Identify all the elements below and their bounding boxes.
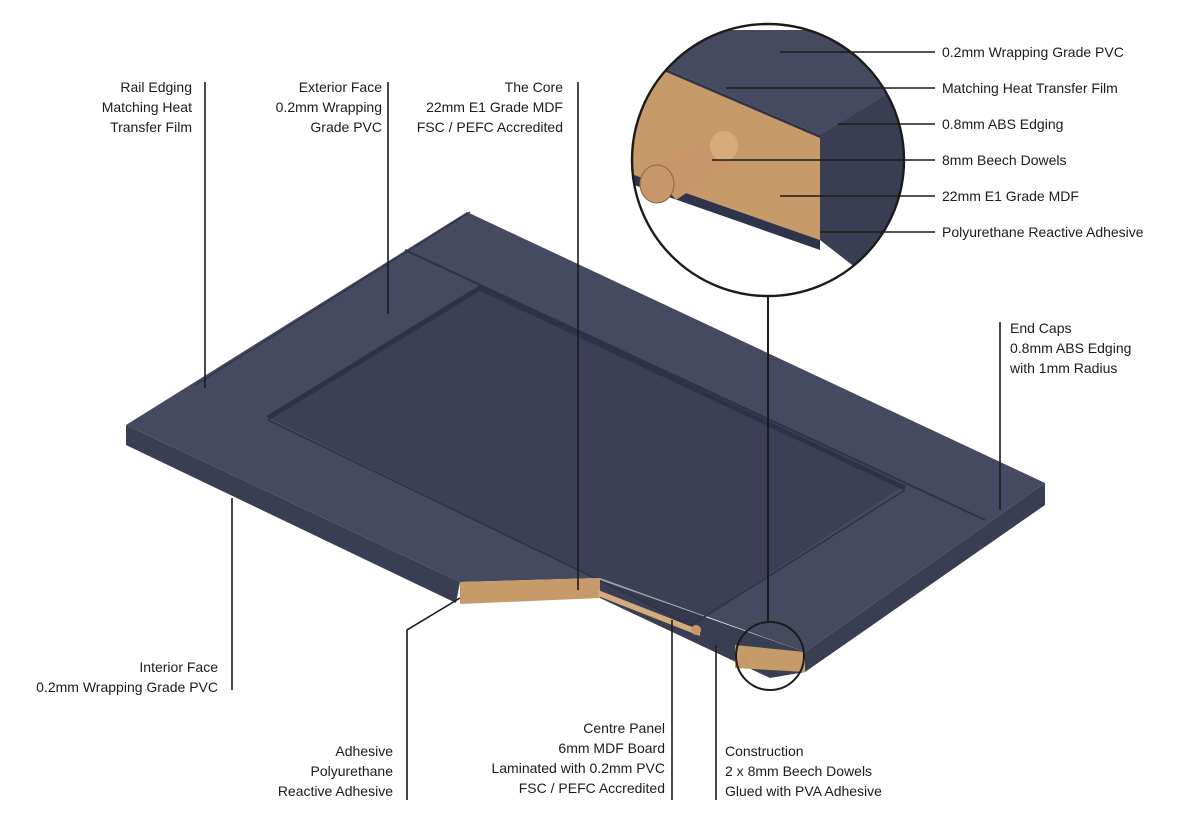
zoom-callout-circle bbox=[735, 621, 805, 691]
leader-lines bbox=[204, 51, 1001, 800]
small-dowel-1 bbox=[691, 625, 701, 635]
label-centre-panel: Centre Panel 6mm MDF Board Laminated wit… bbox=[491, 720, 665, 796]
detail-dowel-end-front bbox=[639, 164, 675, 204]
detail-label-wrapping-pvc: 0.2mm Wrapping Grade PVC bbox=[942, 44, 1124, 60]
label-construction: Construction 2 x 8mm Beech Dowels Glued … bbox=[725, 743, 882, 799]
centre-panel-recess bbox=[270, 290, 900, 626]
recess-groove-top bbox=[266, 285, 907, 491]
detail-dowel-end-back bbox=[710, 131, 738, 161]
label-end-caps: End Caps 0.8mm ABS Edging with 1mm Radiu… bbox=[1010, 320, 1132, 376]
door-board bbox=[126, 211, 1045, 691]
recess-groove-bottom bbox=[267, 419, 906, 627]
cut-mdf-core-right bbox=[735, 645, 805, 672]
board-top-face bbox=[126, 212, 1045, 652]
detail-label-beech-dowels: 8mm Beech Dowels bbox=[942, 152, 1067, 168]
label-interior-face: Interior Face 0.2mm Wrapping Grade PVC bbox=[36, 659, 218, 695]
label-exterior-face: Exterior Face 0.2mm Wrapping Grade PVC bbox=[275, 79, 382, 135]
label-the-core: The Core 22mm E1 Grade MDF FSC / PEFC Ac… bbox=[416, 79, 563, 135]
board-right-side bbox=[805, 483, 1045, 672]
rail-divider-top bbox=[404, 249, 986, 521]
detail-label-heat-transfer-film: Matching Heat Transfer Film bbox=[942, 80, 1118, 96]
detail-top-face bbox=[632, 30, 904, 135]
cut-mdf-core-left bbox=[460, 578, 600, 604]
detail-label-mdf: 22mm E1 Grade MDF bbox=[942, 188, 1079, 204]
cut-centre-panel-edge bbox=[598, 590, 700, 636]
small-dowel-2 bbox=[737, 655, 747, 665]
leader-adhesive bbox=[406, 597, 461, 800]
detail-label-pur-adhesive: Polyurethane Reactive Adhesive bbox=[942, 224, 1144, 240]
rail-divider-left bbox=[194, 211, 471, 386]
board-left-side bbox=[126, 425, 460, 603]
detail-label-abs-edging: 0.8mm ABS Edging bbox=[942, 116, 1064, 132]
label-rail-edging: Rail Edging Matching Heat Transfer Film bbox=[101, 79, 192, 135]
detail-magnifier bbox=[630, 22, 906, 622]
label-adhesive: Adhesive Polyurethane Reactive Adhesive bbox=[277, 743, 393, 799]
